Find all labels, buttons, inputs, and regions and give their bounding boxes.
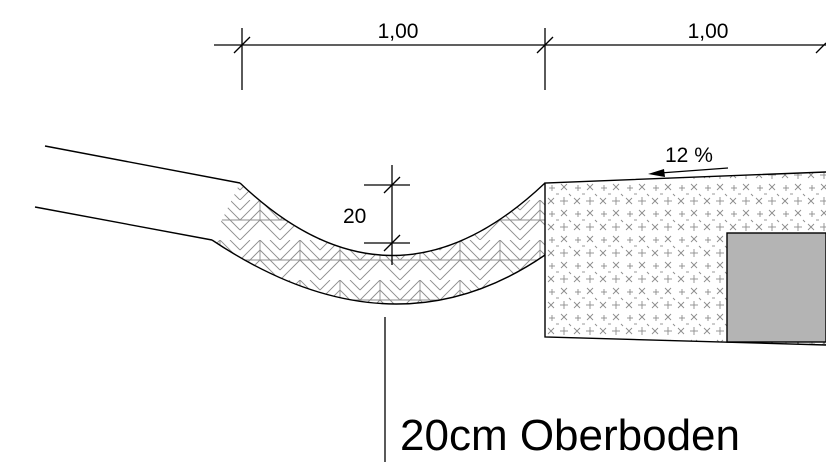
dimension-label-left: 1,00 [378, 20, 419, 43]
depth-dimension [364, 165, 410, 265]
topsoil-layer [211, 182, 546, 305]
dimension-label-right: 1,00 [688, 20, 729, 43]
slope-label: 12 % [665, 144, 713, 167]
ground-left [34, 145, 241, 241]
callout-text: 20cm Oberboden [400, 411, 740, 460]
slope-arrow [648, 167, 729, 177]
dimension-line [214, 28, 826, 90]
pavement-block [726, 232, 826, 343]
depth-label: 20 [343, 205, 366, 228]
